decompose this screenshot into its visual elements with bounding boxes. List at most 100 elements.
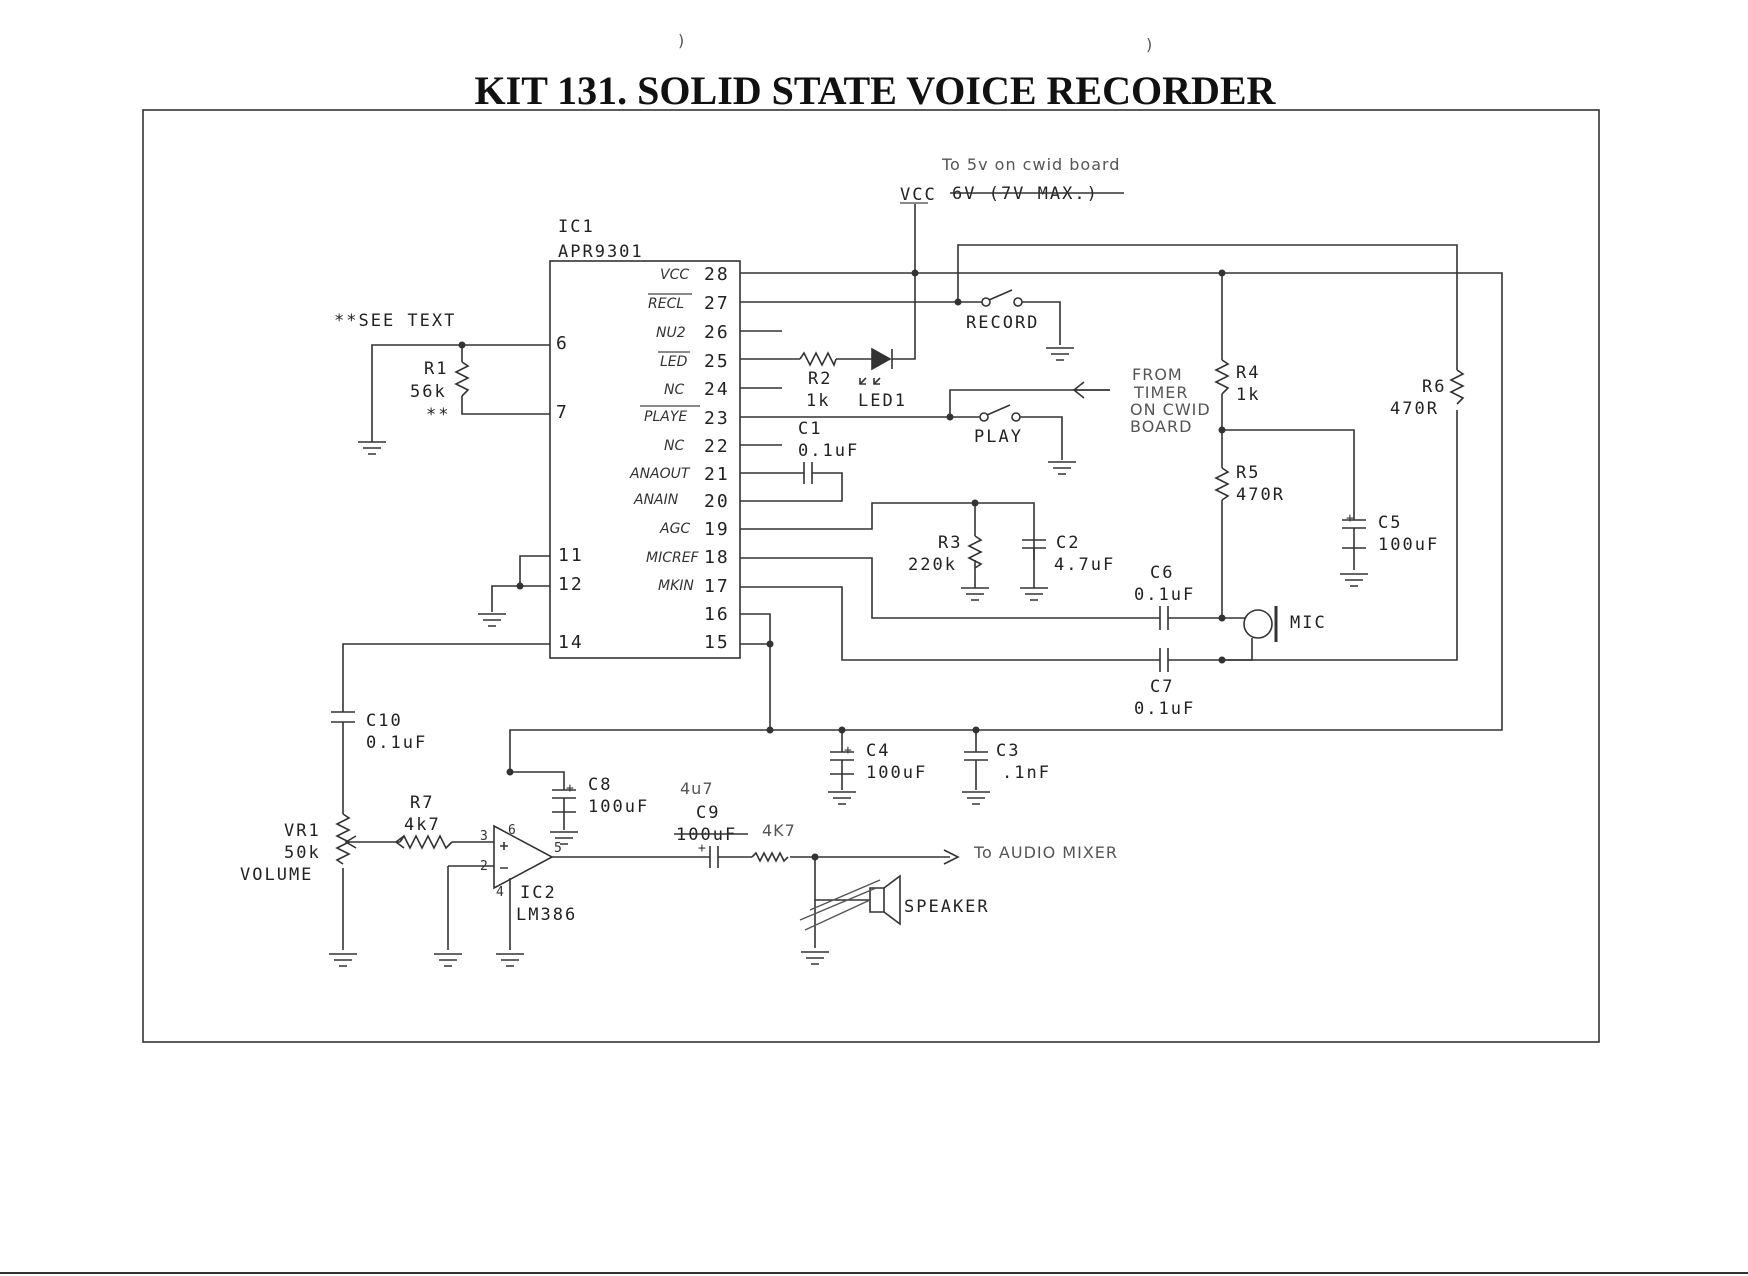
pin-name-anain: ANAIN: [633, 492, 679, 508]
c1-value: 0.1uF: [798, 441, 859, 461]
ground-icon: [801, 951, 829, 965]
ic1-body: [549, 260, 741, 659]
mic-symbol: [1243, 606, 1278, 642]
r7-value: 4k7: [404, 815, 441, 835]
schematic-border: [142, 109, 1600, 1043]
led1-symbol: [859, 347, 893, 385]
ic2-pin-2: 2: [480, 859, 488, 874]
ground-icon: [478, 613, 506, 627]
pin-name-playe: PLAYE: [644, 409, 687, 425]
note-board: BOARD: [1130, 417, 1192, 436]
c10-value: 0.1uF: [366, 733, 427, 753]
c1-plates: [803, 462, 813, 484]
wiring: [342, 244, 1503, 950]
speaker-symbol: [799, 874, 901, 931]
handwritten-resistor-value: 4K7: [762, 821, 796, 840]
pin-name-anaout: ANAOUT: [629, 466, 691, 482]
c8-plus: +: [566, 781, 574, 796]
r5-zigzag: [1214, 467, 1230, 501]
audio-mixer-arrow: [943, 849, 960, 865]
ic1-pin-21: 21: [704, 464, 730, 485]
r1-value: 56k: [410, 382, 447, 402]
play-switch: [979, 404, 1021, 422]
ground-icon: [962, 791, 990, 805]
ic1-pin-25: 25: [704, 351, 730, 372]
struck-supply-text: 6V (7V MAX.): [952, 184, 1099, 204]
from-timer-arrow: [1072, 381, 1110, 399]
ic1-pin-23: 23: [704, 408, 730, 429]
ground-icon: [1048, 461, 1076, 475]
ic1-pin-27: 27: [704, 293, 730, 314]
ground-icon: [329, 953, 357, 967]
vr1-wiper-arrow: [344, 835, 357, 849]
c5-plus: +: [1346, 511, 1354, 526]
c10-ref: C10: [366, 711, 403, 731]
ic1-pin-26: 26: [704, 322, 730, 343]
r3-ref: R3: [938, 533, 962, 553]
r7-ref: R7: [410, 793, 434, 813]
c7-ref: C7: [1150, 677, 1174, 697]
ground-icon: [1046, 347, 1074, 361]
pin-name-nu2: NU2: [656, 325, 686, 341]
ic2-symbol: [493, 824, 554, 890]
r2-ref: R2: [808, 369, 832, 389]
c4-plates: [830, 751, 854, 775]
c7-plates: [1159, 648, 1169, 672]
pin-name-nc-22: NC: [664, 438, 684, 454]
c1-ref: C1: [798, 419, 822, 439]
handwritten-supply-note: To 5v on cwid board: [941, 155, 1120, 174]
ground-icon: [1020, 587, 1048, 601]
c2-value: 4.7uF: [1054, 555, 1115, 575]
vr1-function: VOLUME: [240, 865, 313, 885]
c6-ref: C6: [1150, 563, 1174, 583]
ic1-pin-28: 28: [704, 264, 730, 285]
ground-icon: [1340, 573, 1368, 587]
ground-icon: [961, 587, 989, 601]
ic2-pin-3: 3: [480, 829, 488, 844]
c3-ref: C3: [996, 741, 1020, 761]
ic1-pin-7: 7: [556, 402, 569, 423]
c6-value: 0.1uF: [1134, 585, 1195, 605]
c9-plates: [709, 846, 719, 868]
c4-ref: C4: [866, 741, 890, 761]
resistor-symbols: [335, 351, 1465, 865]
ic1-part: APR9301: [558, 242, 644, 262]
ic1-pin-17: 17: [704, 576, 730, 597]
speaker-label: SPEAKER: [904, 897, 990, 917]
vcc-label: VCC: [900, 185, 937, 205]
c5-ref: C5: [1378, 513, 1402, 533]
r6-zigzag: [1449, 369, 1465, 405]
note-on-cwid: ON CWID: [1130, 400, 1211, 419]
component-labels: **SEE TEXT R1 56k ** R2 1k LED1 C1 0.1uF…: [240, 311, 1446, 925]
ic2-pin-4: 4: [496, 885, 504, 900]
r5-ref: R5: [1236, 463, 1260, 483]
r1-double-star: **: [426, 405, 450, 425]
ic1-pin-16: 16: [704, 604, 730, 625]
ic1-pin-12: 12: [558, 574, 584, 595]
capacitor-symbols: [331, 462, 1366, 868]
vr1-ref: VR1: [284, 821, 321, 841]
r2-zigzag: [799, 351, 837, 368]
ic2-ref: IC2: [520, 883, 557, 903]
scan-mark: ): [678, 31, 685, 50]
c8-plates: [552, 789, 576, 813]
ground-icon: [828, 791, 856, 805]
ground-icon: [434, 953, 462, 967]
ic1-pin-14: 14: [558, 632, 584, 653]
c9-ref: C9: [696, 803, 720, 823]
c5-plates: [1342, 519, 1366, 549]
record-label: RECORD: [966, 313, 1039, 333]
c9-value: 100uF: [676, 825, 737, 845]
r6-ref: R6: [1422, 377, 1446, 397]
ic1-pin-18: 18: [704, 547, 730, 568]
pin-name-recl: RECL: [648, 296, 684, 312]
c9-plus: +: [698, 841, 706, 856]
c3-value: .1nF: [1002, 763, 1051, 783]
c2-ref: C2: [1056, 533, 1080, 553]
ic2-part: LM386: [516, 905, 577, 925]
ic1-pin-11: 11: [558, 545, 584, 566]
ic1-pin-15: 15: [704, 632, 730, 653]
see-text-note: **SEE TEXT: [334, 311, 456, 331]
r4-ref: R4: [1236, 363, 1260, 383]
